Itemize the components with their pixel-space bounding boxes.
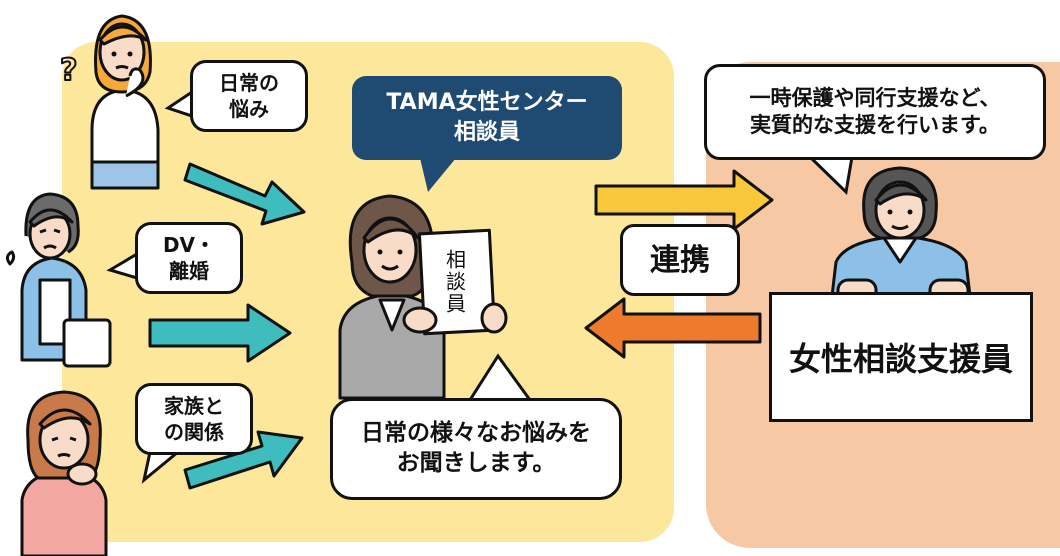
- arrow-to-center: [584, 297, 762, 359]
- support-bubble-text: 一時保護や同行支援など、 実質的な支援を行います。: [749, 85, 1001, 137]
- counselor-figure: [338, 194, 508, 400]
- center-title-text: TAMA女性センター 相談員: [386, 90, 588, 145]
- daily-bubble-tail: [467, 353, 533, 402]
- link-label-text: 連携: [650, 242, 710, 278]
- arrow-client2-to-center: [148, 303, 292, 363]
- arrow-to-support: [594, 169, 774, 231]
- support-sign: 女性相談支援員: [769, 292, 1033, 422]
- counselor-board-text: 相談員: [442, 249, 467, 315]
- worry-bubble-tail: [164, 89, 194, 119]
- center-title-box: TAMA女性センター 相談員: [352, 76, 622, 160]
- client-family-bubble: 家族と の関係: [135, 383, 253, 455]
- client-dv-figure: [5, 192, 112, 368]
- title-tail: [420, 158, 456, 192]
- center-message-bubble: 日常の様々なお悩みを お聞きします。: [330, 398, 622, 500]
- client-worry-figure: ?: [59, 14, 160, 190]
- dv-bubble-tail: [106, 251, 139, 281]
- center-message-text: 日常の様々なお悩みを お聞きします。: [361, 420, 591, 476]
- client-worry-bubble: 日常の 悩み: [190, 60, 308, 132]
- client-family-figure: [20, 390, 108, 556]
- svg-text:?: ?: [60, 53, 77, 88]
- support-sign-text: 女性相談支援員: [788, 340, 1013, 378]
- arrow-client1-to-center: [183, 162, 306, 226]
- link-label-box: 連携: [620, 224, 740, 296]
- client-dv-text: DV・ 離婚: [162, 233, 216, 283]
- client-family-text: 家族と の関係: [164, 394, 224, 444]
- support-bubble: 一時保護や同行支援など、 実質的な支援を行います。: [704, 64, 1046, 160]
- support-staff-figure: [830, 166, 972, 304]
- arrow-client3-to-center: [183, 430, 304, 490]
- family-bubble-tail: [141, 450, 183, 484]
- support-bubble-tail: [806, 155, 854, 196]
- client-dv-bubble: DV・ 離婚: [135, 222, 243, 294]
- client-worry-text: 日常の 悩み: [219, 71, 279, 121]
